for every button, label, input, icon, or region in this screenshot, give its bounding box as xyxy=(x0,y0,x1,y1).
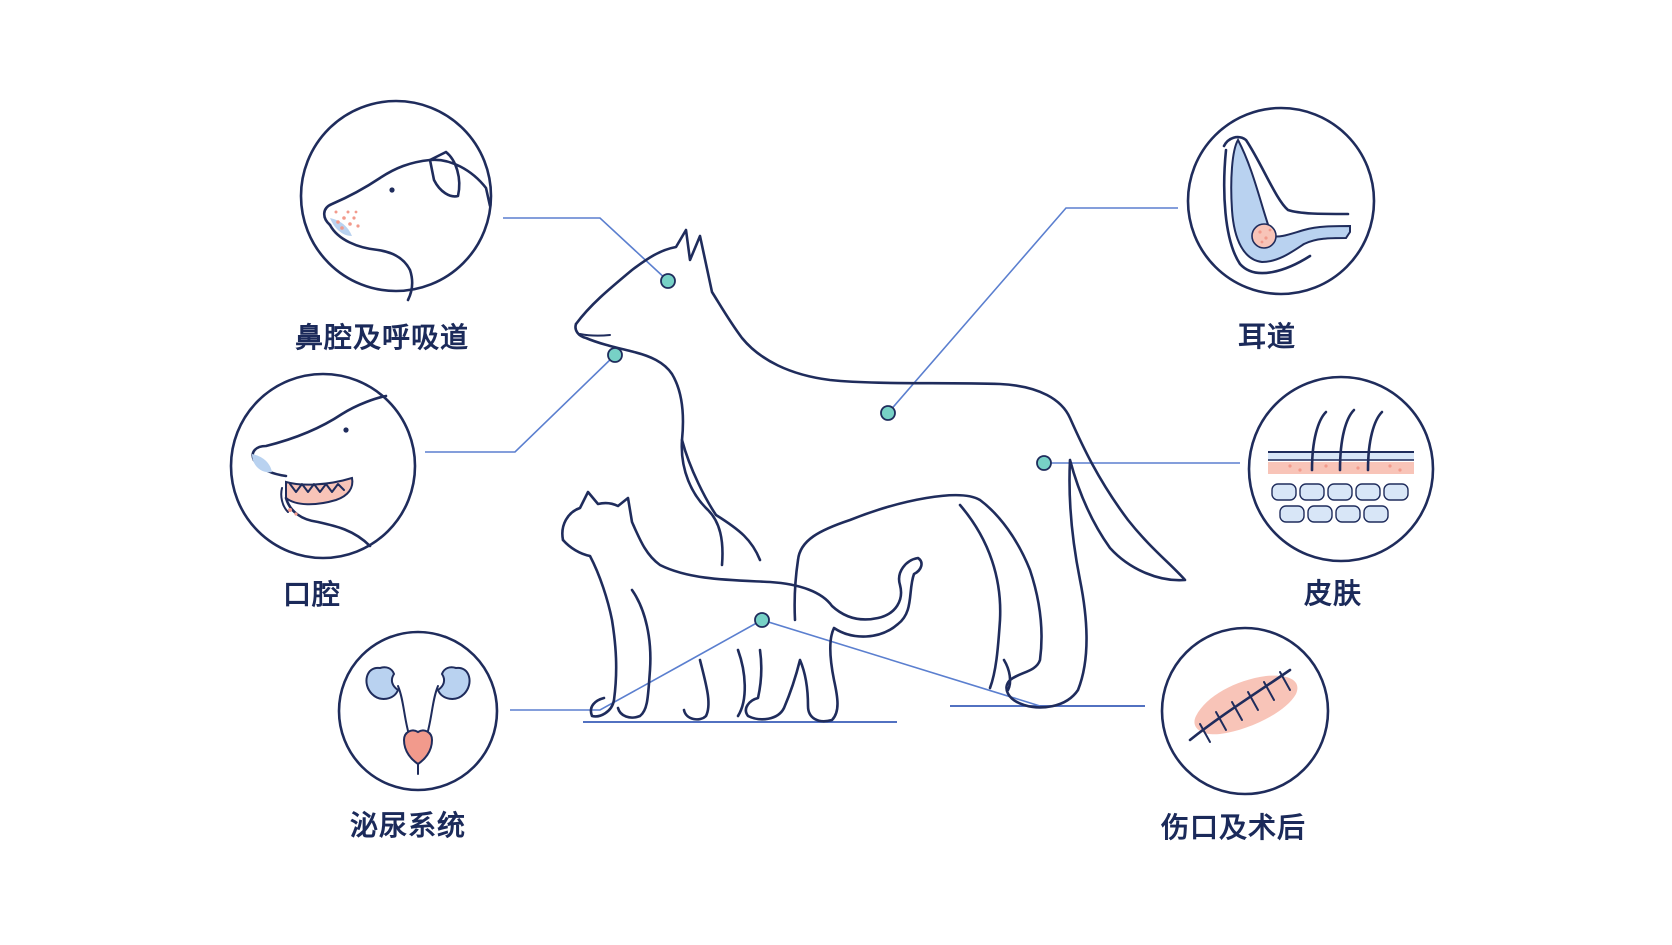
leader-wound xyxy=(761,619,1041,707)
leader-ear xyxy=(887,207,1178,414)
nasal-marker-dot[interactable] xyxy=(660,273,676,289)
dog-silhouette-icon xyxy=(574,228,1187,709)
urinary-circle xyxy=(337,630,499,792)
skin-layers-icon xyxy=(1268,408,1414,523)
wound-circle xyxy=(1160,626,1330,796)
oral-marker-dot[interactable] xyxy=(607,347,623,363)
skin-circle xyxy=(1247,375,1435,563)
sutured-wound-icon xyxy=(1188,668,1298,743)
kidney-bladder-icon xyxy=(365,666,471,775)
ear-canal-icon xyxy=(1222,135,1351,275)
label-urinary: 泌尿系统 xyxy=(350,809,467,842)
label-skin: 皮肤 xyxy=(1304,577,1363,610)
cat-silhouette-icon xyxy=(561,490,923,723)
dog-head-icon xyxy=(322,150,492,302)
leader-nasal xyxy=(503,217,669,282)
label-nasal: 鼻腔及呼吸道 xyxy=(295,321,470,354)
ear-marker-dot[interactable] xyxy=(880,405,896,421)
leader-oral xyxy=(425,354,616,453)
leader-urinary xyxy=(510,619,763,711)
label-oral: 口腔 xyxy=(283,578,342,611)
nasal-circle xyxy=(299,99,493,302)
label-ear: 耳道 xyxy=(1238,320,1297,353)
skin-marker-dot[interactable] xyxy=(1036,455,1052,471)
urinary-wound-marker-dot[interactable] xyxy=(754,612,770,628)
oral-circle xyxy=(229,372,417,560)
dog-mouth-icon xyxy=(251,394,388,548)
ear-circle xyxy=(1186,106,1376,296)
label-wound: 伤口及术后 xyxy=(1161,811,1307,844)
